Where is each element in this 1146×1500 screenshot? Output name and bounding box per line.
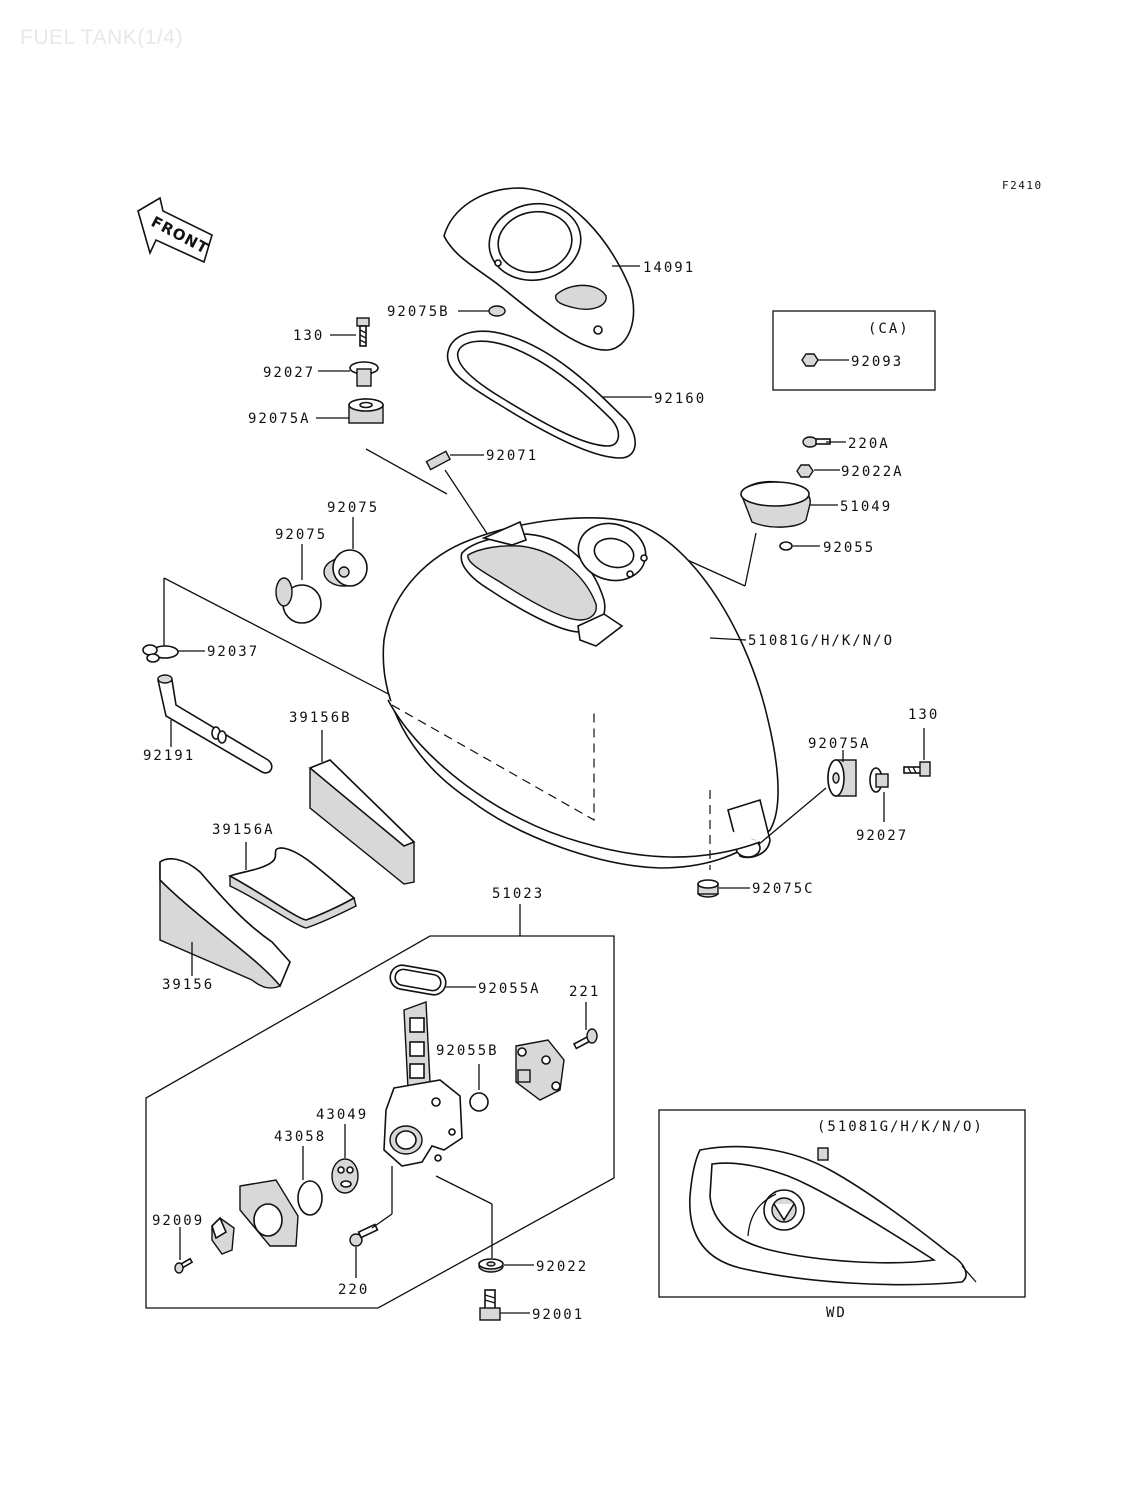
screw-221 [572,1028,598,1050]
damper-92075a-right [827,759,857,797]
part-label-92160: 92160 [654,391,706,407]
bolt-130-top [356,317,370,347]
part-label-130-top: 130 [293,328,324,344]
fuel-tank-51081 [382,517,779,869]
hose-92191 [157,674,273,774]
part-label-51081: 51081G/H/K/N/O [748,633,894,649]
pad-39156 [159,858,291,989]
seal-43049 [331,1158,359,1194]
figure-code: F2410 [1002,179,1043,192]
part-label-92037: 92037 [207,644,259,660]
lever-knob [211,1216,235,1255]
part-label-51023: 51023 [492,886,544,902]
clip-92037 [142,644,179,663]
damper-92075c [697,879,719,898]
part-label-92191: 92191 [143,748,195,764]
nut-92093 [801,353,819,367]
gasket-92160 [446,330,636,459]
damper-92075a-top [348,398,384,424]
part-label-92055b: 92055B [436,1043,499,1059]
part-label-43058: 43058 [274,1129,326,1145]
petcock-body [383,1001,463,1167]
spring-92071 [425,450,452,471]
part-label-92009: 92009 [152,1213,204,1229]
bolt-92001 [479,1289,501,1321]
part-label-220: 220 [338,1282,369,1298]
wd-tank-illustration [689,1145,977,1286]
petcock-assembly-box [145,935,615,1309]
part-label-39156: 39156 [162,977,214,993]
part-label-92055: 92055 [823,540,875,556]
screw-220a [802,436,831,448]
part-label-92075-b: 92075 [327,500,379,516]
screw-220 [349,1223,379,1247]
wd-caption: (51081G/H/K/N/O) [817,1119,984,1135]
part-label-92071: 92071 [486,448,538,464]
part-label-92075b: 92075B [387,304,450,320]
part-label-43049: 43049 [316,1107,368,1123]
oring-92055b [469,1092,489,1112]
part-label-92055a: 92055A [478,981,541,997]
part-label-92093: 92093 [851,354,903,370]
grommet-92075b [488,305,506,317]
part-label-92022: 92022 [536,1259,588,1275]
part-label-92075a-right: 92075A [808,736,871,752]
wd-variant-box [658,1109,1026,1298]
cover-plate [515,1039,565,1101]
part-label-92075-a: 92075 [275,527,327,543]
part-label-130-right: 130 [908,707,939,723]
part-label-39156a: 39156A [212,822,275,838]
tank-cover-part [443,187,635,351]
oring-92055 [779,541,793,551]
collar-92027-right [869,767,889,793]
collar-92027-top [349,361,379,387]
part-label-92027-right: 92027 [856,828,908,844]
front-arrow-icon: FRONT [137,196,213,264]
part-label-220a: 220A [848,436,890,452]
part-label-92075c: 92075C [752,881,815,897]
part-label-92001: 92001 [532,1307,584,1323]
part-label-51049: 51049 [840,499,892,515]
pad-39156b [308,759,416,885]
screw-92009 [174,1257,194,1274]
oring-43058 [297,1180,323,1216]
pad-39156a [228,847,357,929]
damper-92075-a [275,577,322,624]
part-label-92022a: 92022A [841,464,904,480]
ca-label: (CA) [868,321,910,337]
gasket-92055a [389,964,447,996]
ca-variant-box [772,310,936,391]
wd-label: WD [826,1305,847,1321]
page-title: FUEL TANK(1/4) [20,26,183,49]
part-label-92075a-top: 92075A [248,411,311,427]
part-label-39156b: 39156B [289,710,352,726]
lever-plate [239,1179,299,1247]
bolt-130-right [903,761,931,777]
cap-51049 [740,480,811,528]
nut-92022a [796,464,814,478]
part-label-92027-top: 92027 [263,365,315,381]
washer-92022 [478,1258,504,1273]
part-label-221: 221 [569,984,600,1000]
damper-92075-b [323,549,368,587]
part-label-14091: 14091 [643,260,695,276]
